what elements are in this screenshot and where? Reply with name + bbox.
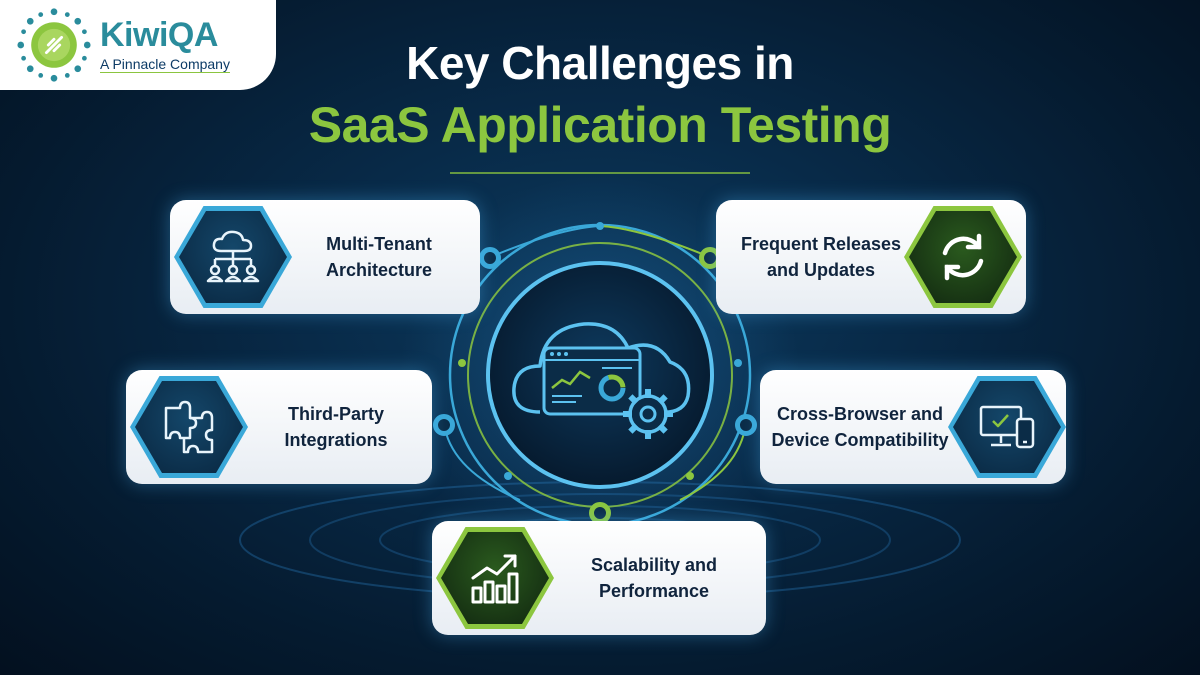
connector-top-left	[479, 247, 501, 269]
challenge-label: Scalability and Performance	[590, 554, 718, 601]
dot-left-upper	[458, 359, 466, 367]
challenge-label: Cross-Browser and Device Compatibility	[771, 403, 949, 450]
hex-badge	[130, 376, 248, 478]
challenge-label: Frequent Releases and Updates	[740, 233, 902, 280]
page-title: Key Challenges in	[406, 37, 794, 89]
challenge-label: Multi-Tenant Architecture	[325, 233, 433, 280]
challenge-label: Third-Party Integrations	[284, 403, 388, 450]
connector-mid-left	[433, 414, 455, 436]
kiwi-logo-icon	[17, 8, 91, 82]
dot-top	[596, 222, 604, 230]
connector-mid-right	[735, 414, 757, 436]
logo-tagline: A Pinnacle Company	[100, 56, 230, 72]
hex-badge	[904, 206, 1022, 308]
cloud-dashboard-gear-icon	[512, 322, 691, 439]
page-subtitle: SaaS Application Testing	[308, 97, 892, 153]
growth-chart-icon	[471, 554, 519, 604]
refresh-icon	[942, 233, 984, 281]
devices-icon	[979, 405, 1035, 449]
puzzle-icon	[164, 400, 214, 454]
hex-badge	[948, 376, 1066, 478]
dot-bottom-right	[686, 472, 694, 480]
cloud-users-icon	[206, 230, 260, 283]
dot-bottom-left	[504, 472, 512, 480]
logo[interactable]: KiwiQA A Pinnacle Company	[0, 0, 276, 90]
dot-right-upper	[734, 359, 742, 367]
logo-name: KiwiQA	[100, 16, 218, 54]
